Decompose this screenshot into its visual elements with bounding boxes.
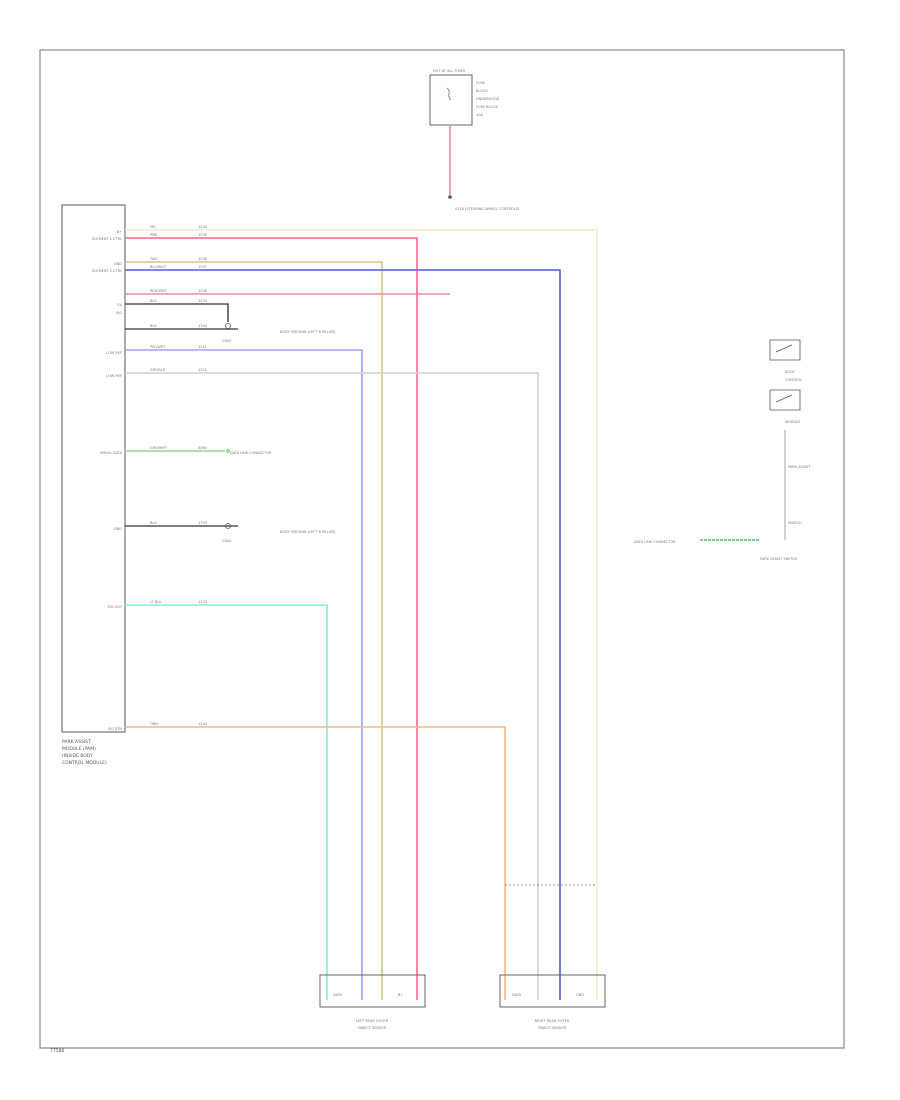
sensor-pin-label: B+ [398, 993, 403, 997]
pam-pin-label: SIG RTN [108, 727, 122, 731]
right-group-caption: PARK ASSIST SWITCH [760, 557, 798, 561]
sensor-box [319, 974, 426, 1008]
wire-circuit-label: 1244 [198, 722, 208, 726]
wire-color-label: RED/WHT [150, 289, 168, 293]
wire-labels: YEL 1234 PNK 1235 TAN 1236 BLU/WHT 1237 … [149, 225, 208, 726]
wire-circuit-label: 1239 [198, 299, 207, 303]
pam-pin-label: ELEMENT 1 CTRL [92, 237, 122, 241]
pam-pin-label: SERIAL DATA [100, 451, 123, 455]
wire-color-label: BLU/WHT [150, 265, 167, 269]
wire-purple [125, 349, 363, 1000]
connector-icon [226, 449, 230, 453]
pam-pin-label: GND [114, 262, 122, 266]
sensor-pin-label: DATA [333, 993, 343, 997]
wire-circuit-label: 1740 [198, 324, 207, 328]
wire-circuit-label: 1750 [198, 521, 207, 525]
right-group-label: BODY [785, 370, 796, 374]
fuse-block-title: HOT AT ALL TIMES [433, 69, 466, 73]
wire-color-label: GRN/WHT [150, 446, 168, 450]
right-group-label: SWITCH [788, 521, 802, 525]
switch-box [769, 339, 801, 361]
pam-pin-label: GND [114, 527, 122, 531]
pam-module: PARK ASSIST MODULE (PAM) (INSIDE BODY CO… [61, 204, 126, 766]
sensor-pin-label: GND [576, 993, 584, 997]
switch-box [769, 389, 801, 411]
wire-color-label: BLK [150, 324, 157, 328]
sensor-name: OBJECT SENSOR [358, 1026, 387, 1030]
wire-circuit-label: 1241 [198, 345, 207, 349]
data-link-label: DATA LINK CONNECTOR [634, 540, 676, 544]
wire-circuit-label: 1238 [198, 289, 207, 293]
wire-color-label: BLK [150, 299, 157, 303]
wire-tan [125, 261, 383, 1000]
wire-circuit-label: 5060 [198, 446, 207, 450]
right-group-label: CONTROL [785, 378, 802, 382]
fuse-block: HOT AT ALL TIMES FUSE BLOCK UNDERHOOD FU… [429, 69, 500, 126]
left-rear-sensor: DATA B+ LEFT REAR OUTER OBJECT SENSOR [319, 974, 426, 1030]
right-rear-sensor: DATA GND RIGHT REAR OUTER OBJECT SENSOR [499, 974, 606, 1030]
fuse-block-line: FUSE BLOCK [476, 105, 499, 109]
pam-module-name: PARK ASSIST [62, 739, 91, 745]
wire-black-gnd [125, 303, 229, 322]
fuse-block-line: UNDERHOOD [476, 97, 500, 101]
wire-circuit-label: 1243 [198, 600, 207, 604]
switch-contact-icon [775, 394, 793, 403]
wire-color-label: YEL [150, 225, 156, 229]
pam-pin-label: SIG [116, 311, 122, 315]
pam-module-name: CONTROL MODULE) [62, 760, 107, 766]
wire-circuit-label: 1235 [198, 233, 207, 237]
right-group-label: PARK ASSIST [788, 465, 811, 469]
wire-color-label: PNK [150, 233, 158, 237]
wire-color-label: GRY/BLK [150, 368, 166, 372]
right-group-label: MODULE [785, 420, 800, 424]
wire-pink [125, 237, 418, 1000]
wire-circuit-label: 1234 [198, 225, 208, 229]
right-switch-group: BODY CONTROL MODULE PARK ASSIST SWITCH D… [634, 339, 811, 561]
note-text: BODY GROUND (LEFT B PILLAR) [280, 530, 336, 534]
wire-color-label: TAN [149, 257, 157, 261]
wire-cyan [125, 604, 328, 1000]
wire-yellow [125, 229, 598, 1000]
diagram-frame [39, 49, 845, 1049]
fuse-block-box [429, 74, 473, 126]
fuse-block-line: FUSE [476, 81, 485, 85]
wire-circuit-label: 1242 [198, 368, 207, 372]
splice-label: S118 (STEERING WHEEL CONTROLS) [455, 207, 520, 211]
wire-color-label: LT BLU [150, 600, 162, 604]
fuse-block-line: 10A [476, 113, 483, 117]
sensor-pin-label: DATA [512, 993, 522, 997]
wire-circuit-label: 1237 [198, 265, 207, 269]
wire-blue [125, 269, 561, 1000]
pam-module-name: (INSIDE BODY [62, 753, 93, 759]
switch-contact-icon [775, 344, 793, 353]
ground-label: G303 [222, 339, 231, 343]
fuse-symbol-icon [446, 87, 452, 101]
fuse-block-line: BLOCK [476, 89, 488, 93]
splice-dot [448, 195, 452, 199]
pam-pin-label: SIG OUT [107, 605, 122, 609]
pam-pin-label: 5V [117, 303, 122, 307]
ground-label: G304 [222, 539, 232, 543]
wire-orange [125, 726, 506, 1000]
note-text: BODY GROUND (LEFT B PILLAR) [280, 330, 336, 334]
sensor-name: OBJECT SENSOR [538, 1026, 567, 1030]
pam-pin-label: LOW REF [106, 374, 122, 378]
pam-pin-label: B+ [117, 230, 122, 234]
ground-icon [225, 523, 231, 529]
footer-code: 77586 [50, 1048, 64, 1054]
note-text: DATA LINK CONNECTOR [230, 451, 272, 455]
pam-pin-label: ELEMENT 2 CTRL [92, 269, 122, 273]
sensor-box [499, 974, 606, 1008]
wire-circuit-label: 1236 [198, 257, 207, 261]
pam-pin-label: LOW REF [106, 351, 122, 355]
pam-module-name: MODULE (PAM) [62, 746, 96, 752]
wire-gray [125, 372, 539, 1000]
sensor-name: LEFT REAR OUTER [356, 1019, 389, 1023]
ground-icon [225, 323, 231, 329]
wire-color-label: BLK [150, 521, 157, 525]
wire-color-label: ORN [150, 722, 158, 726]
sensor-name: RIGHT REAR OUTER [535, 1019, 570, 1023]
wire-color-label: PPL/WHT [150, 345, 166, 349]
